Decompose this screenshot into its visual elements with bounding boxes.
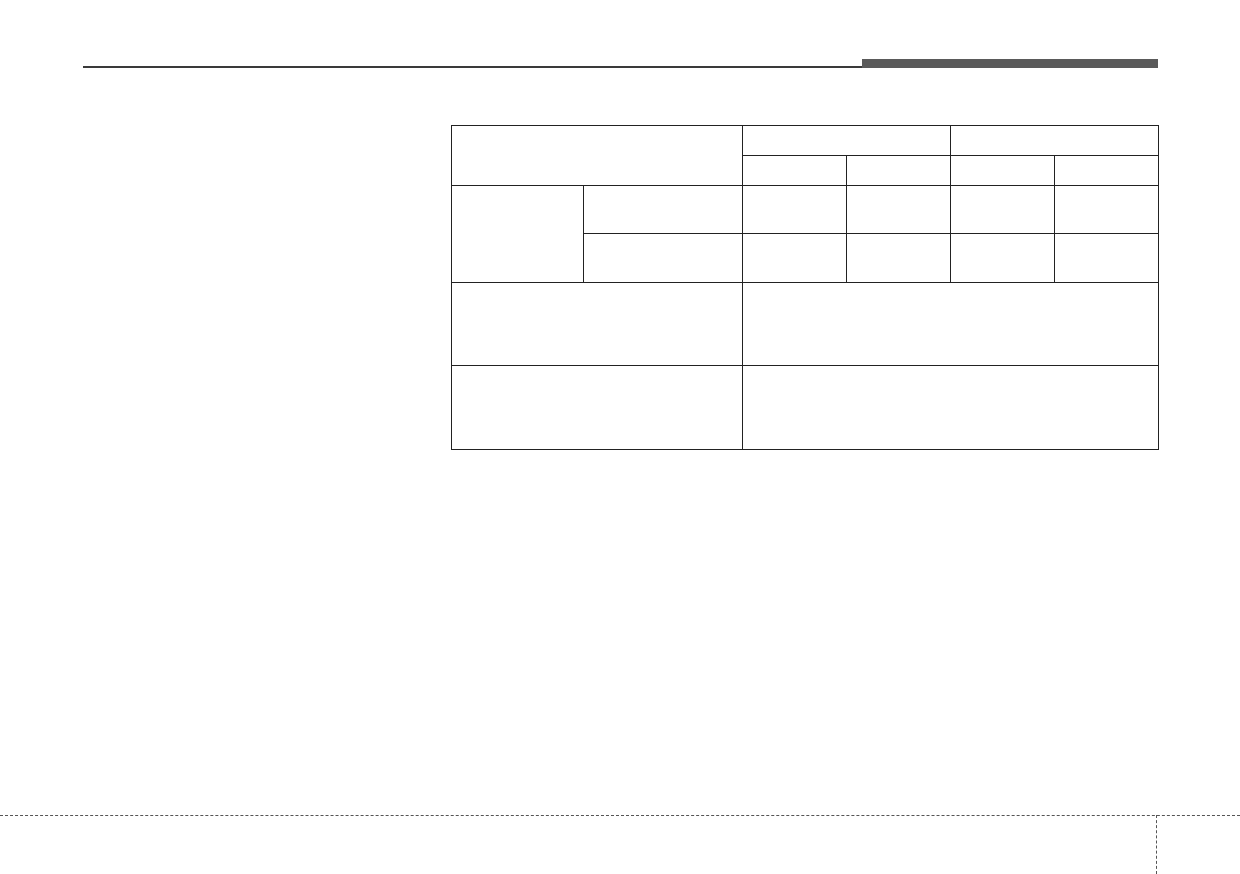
row1b-label-cell: [583, 233, 743, 283]
row2-label-cell: [451, 282, 743, 366]
header-sub-b1-cell: [950, 155, 1055, 186]
header-rule: [83, 66, 1157, 68]
row1a-value-cell: [846, 185, 951, 234]
row1a-label-cell: [583, 185, 743, 234]
row1-label-cell: [451, 185, 584, 283]
header-sub-a2-cell: [846, 155, 951, 186]
table-row: [451, 185, 1159, 283]
section-tab-bar: [862, 59, 1158, 68]
row2-value-cell: [742, 282, 1159, 366]
table-row: [451, 282, 1159, 366]
footer-rule: [0, 815, 1240, 816]
row3-label-cell: [451, 365, 743, 450]
row1a-value-cell: [742, 185, 847, 234]
row1a-value-cell: [950, 185, 1055, 234]
header-sub-b2-cell: [1054, 155, 1159, 186]
page-number-divider: [1156, 815, 1157, 874]
row1b-value-cell: [1054, 233, 1159, 283]
row1b-value-cell: [742, 233, 847, 283]
header-group-b-cell: [950, 125, 1159, 156]
row1b-value-cell: [950, 233, 1055, 283]
header-item-cell: [451, 125, 743, 186]
table-row: [451, 125, 1159, 186]
row1a-value-cell: [1054, 185, 1159, 234]
header-sub-a1-cell: [742, 155, 847, 186]
table-row: [451, 365, 1159, 450]
spec-table: [451, 125, 1159, 450]
row1b-value-cell: [846, 233, 951, 283]
row3-value-cell: [742, 365, 1159, 450]
header-group-a-cell: [742, 125, 951, 156]
table-row: [452, 155, 1159, 186]
